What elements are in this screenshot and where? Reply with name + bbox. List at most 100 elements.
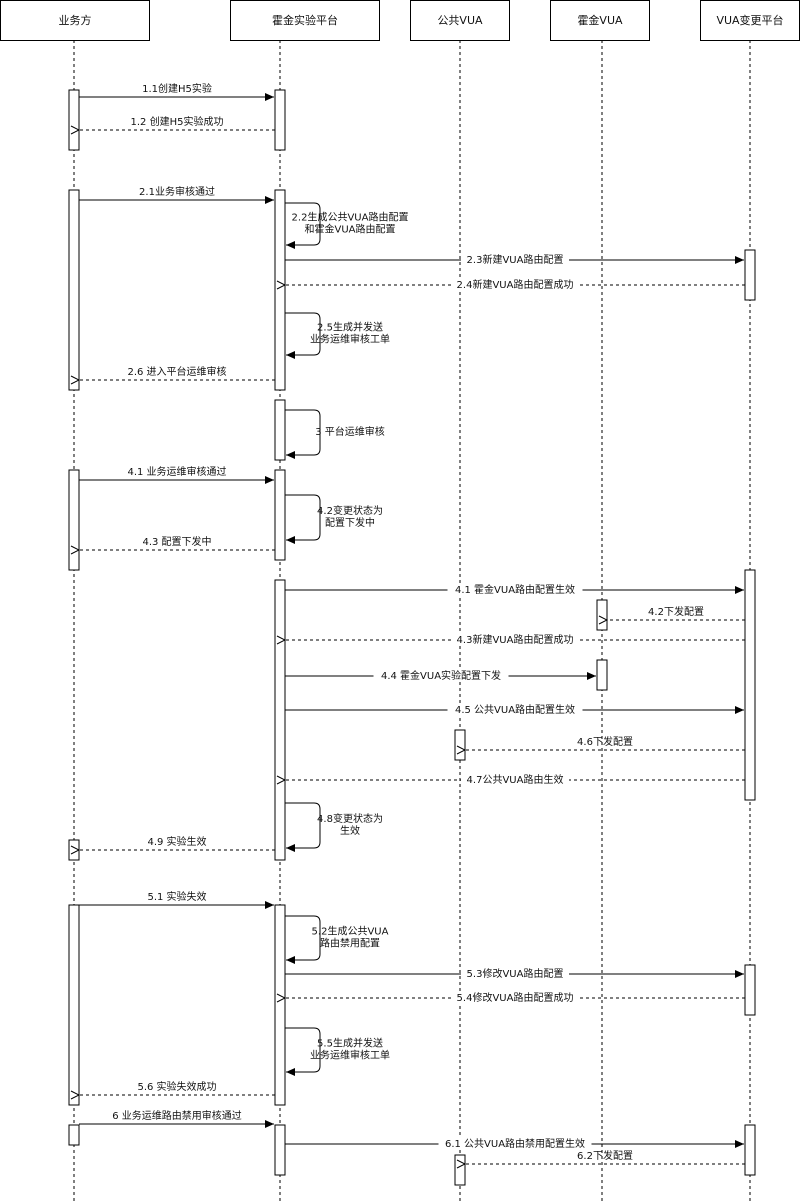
message-sync[interactable]: 1.1创建H5实验	[79, 82, 274, 101]
activation-bar	[454, 729, 466, 761]
self-message-arrow	[285, 409, 321, 459]
message-reply[interactable]: 4.3新建VUA路由配置成功	[285, 633, 745, 646]
participant-label: 霍金VUA	[577, 13, 623, 27]
message-reply[interactable]: 4.2下发配置	[607, 605, 745, 620]
self-message-arrow	[285, 802, 321, 852]
message-label: 和霍金VUA路由配置	[304, 223, 395, 236]
message-label: 1.2 创建H5实验成功	[131, 115, 224, 128]
message-label: 6 业务运维路由禁用审核通过	[112, 1109, 242, 1122]
participant-label: 公共VUA	[437, 14, 483, 27]
message-label: 4.5 公共VUA路由配置生效	[455, 703, 575, 716]
message-sync[interactable]: 4.4 霍金VUA实验配置下发	[285, 669, 596, 682]
activation-bar	[274, 1124, 286, 1176]
message-label: 配置下发中	[325, 516, 375, 529]
message-label: 2.2生成公共VUA路由配置	[292, 211, 409, 224]
label-background	[438, 1137, 592, 1149]
activation-bar	[744, 249, 756, 301]
message-label: 5.3修改VUA路由配置	[467, 967, 564, 980]
participant-box[interactable]	[0, 0, 150, 41]
message-label: 5.5生成并发送	[317, 1037, 383, 1050]
message-reply[interactable]: 1.2 创建H5实验成功	[79, 115, 275, 130]
activation-bar	[274, 89, 286, 151]
activation-bar	[68, 839, 80, 861]
message-label: 1.1创建H5实验	[142, 82, 212, 95]
message-label: 3 平台运维审核	[315, 425, 385, 438]
message-label: 4.1 业务运维审核通过	[127, 465, 226, 478]
message-label: 生效	[340, 824, 360, 837]
message-label: 4.2变更状态为	[317, 504, 383, 517]
message-sync[interactable]: 2.3新建VUA路由配置	[285, 253, 744, 266]
message-sync[interactable]: 5.3修改VUA路由配置	[285, 967, 744, 980]
message-label: 4.3 配置下发中	[142, 535, 211, 548]
message-sync[interactable]: 4.1 霍金VUA路由配置生效	[285, 583, 744, 596]
activation-bar	[68, 469, 80, 571]
self-message-arrow	[285, 312, 321, 359]
message-self[interactable]: 3 平台运维审核	[285, 409, 385, 459]
message-reply[interactable]: 2.4新建VUA路由配置成功	[285, 278, 745, 291]
message-label: 4.2下发配置	[648, 605, 704, 618]
self-message-arrow	[285, 494, 321, 544]
label-background	[452, 991, 578, 1003]
message-sync[interactable]: 5.1 实验失效	[79, 890, 274, 909]
activation-bar	[274, 469, 286, 561]
message-label: 6.2下发配置	[577, 1149, 633, 1162]
activation-bar	[274, 189, 286, 391]
message-reply[interactable]: 4.3 配置下发中	[79, 535, 275, 550]
message-label: 4.6下发配置	[577, 735, 633, 748]
message-reply[interactable]: 2.6 进入平台运维审核	[79, 365, 275, 380]
participant-box[interactable]	[550, 0, 650, 41]
message-reply[interactable]: 6.2下发配置	[465, 1149, 745, 1164]
participant-box[interactable]	[230, 0, 380, 41]
message-reply[interactable]: 5.4修改VUA路由配置成功	[285, 991, 745, 1004]
message-label: 业务运维审核工单	[310, 1049, 390, 1062]
activation-bar	[454, 1154, 466, 1186]
message-label: 5.4修改VUA路由配置成功	[457, 991, 574, 1004]
message-label: 4.3新建VUA路由配置成功	[457, 633, 574, 646]
activation-bar	[596, 599, 608, 631]
message-sync[interactable]: 4.5 公共VUA路由配置生效	[285, 703, 744, 716]
message-label: 2.6 进入平台运维审核	[127, 365, 226, 378]
participant-box[interactable]	[410, 0, 510, 41]
message-label: 2.5生成并发送	[317, 321, 383, 334]
label-background	[461, 967, 569, 979]
lifeline-vuachg: VUA变更平台	[700, 0, 800, 1201]
activation-bar	[274, 904, 286, 1106]
message-label: 4.1 霍金VUA路由配置生效	[455, 583, 575, 596]
message-sync[interactable]: 4.1 业务运维审核通过	[79, 465, 274, 484]
activation-bar	[68, 1124, 80, 1146]
activation-bar	[744, 1124, 756, 1176]
self-message-arrow	[285, 202, 321, 249]
activation-bar	[68, 904, 80, 1106]
activation-bar	[744, 964, 756, 1016]
lifeline-hkvua: 霍金VUA	[550, 0, 650, 1201]
message-reply[interactable]: 4.7公共VUA路由生效	[285, 773, 745, 786]
message-label: 2.3新建VUA路由配置	[467, 253, 564, 266]
message-sync[interactable]: 2.1业务审核通过	[79, 185, 274, 204]
self-message-arrow	[285, 1027, 321, 1076]
message-label: 4.9 实验生效	[147, 835, 206, 848]
participant-box[interactable]	[700, 0, 800, 41]
activation-bar	[68, 189, 80, 391]
participant-label: VUA变更平台	[716, 13, 783, 27]
message-reply[interactable]: 4.6下发配置	[465, 735, 745, 750]
message-label: 2.4新建VUA路由配置成功	[457, 278, 574, 291]
message-sync[interactable]: 6 业务运维路由禁用审核通过	[79, 1109, 274, 1128]
label-background	[461, 773, 569, 785]
message-sync[interactable]: 6.1 公共VUA路由禁用配置生效	[285, 1137, 744, 1150]
message-reply[interactable]: 5.6 实验失效成功	[79, 1080, 275, 1095]
message-reply[interactable]: 4.9 实验生效	[79, 835, 275, 850]
participant-label: 霍金实验平台	[272, 13, 338, 27]
activation-bar	[274, 579, 286, 861]
lifeline-plat: 霍金实验平台	[230, 0, 380, 1201]
label-background	[373, 669, 509, 681]
label-background	[447, 703, 583, 715]
label-background	[452, 633, 578, 645]
activation-bar	[274, 399, 286, 461]
